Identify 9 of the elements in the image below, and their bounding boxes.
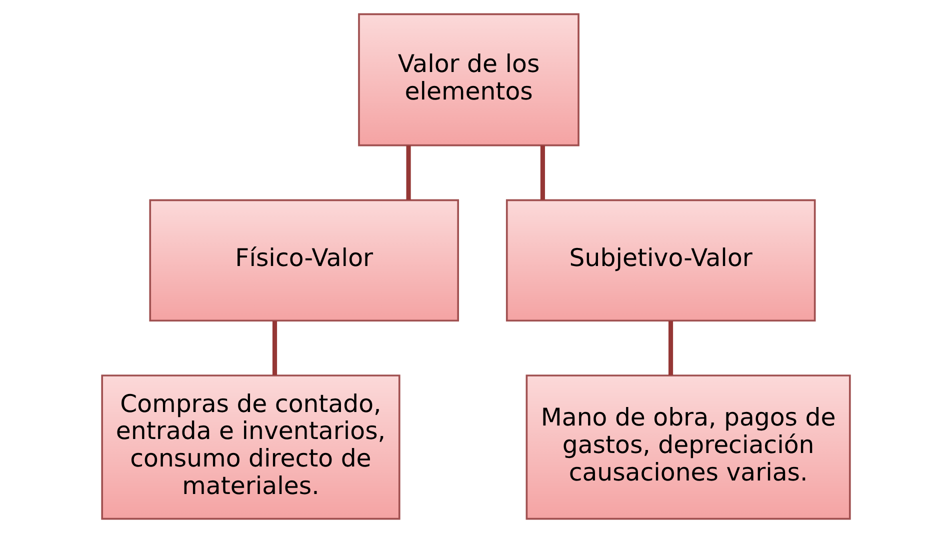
node-box: Subjetivo-Valor [505, 199, 816, 322]
connector [272, 321, 277, 376]
node-box: Valor de los elementos [358, 13, 579, 146]
node-box: Mano de obra, pagos de gastos, depreciación causaciones varias. [525, 374, 850, 520]
connector [668, 321, 673, 376]
node-box: Compras de contado, entrada e inventarios, consumo directo de materiales. [100, 374, 400, 520]
connector [406, 145, 410, 200]
connector [540, 145, 544, 200]
node-box: Físico-Valor [148, 199, 458, 322]
